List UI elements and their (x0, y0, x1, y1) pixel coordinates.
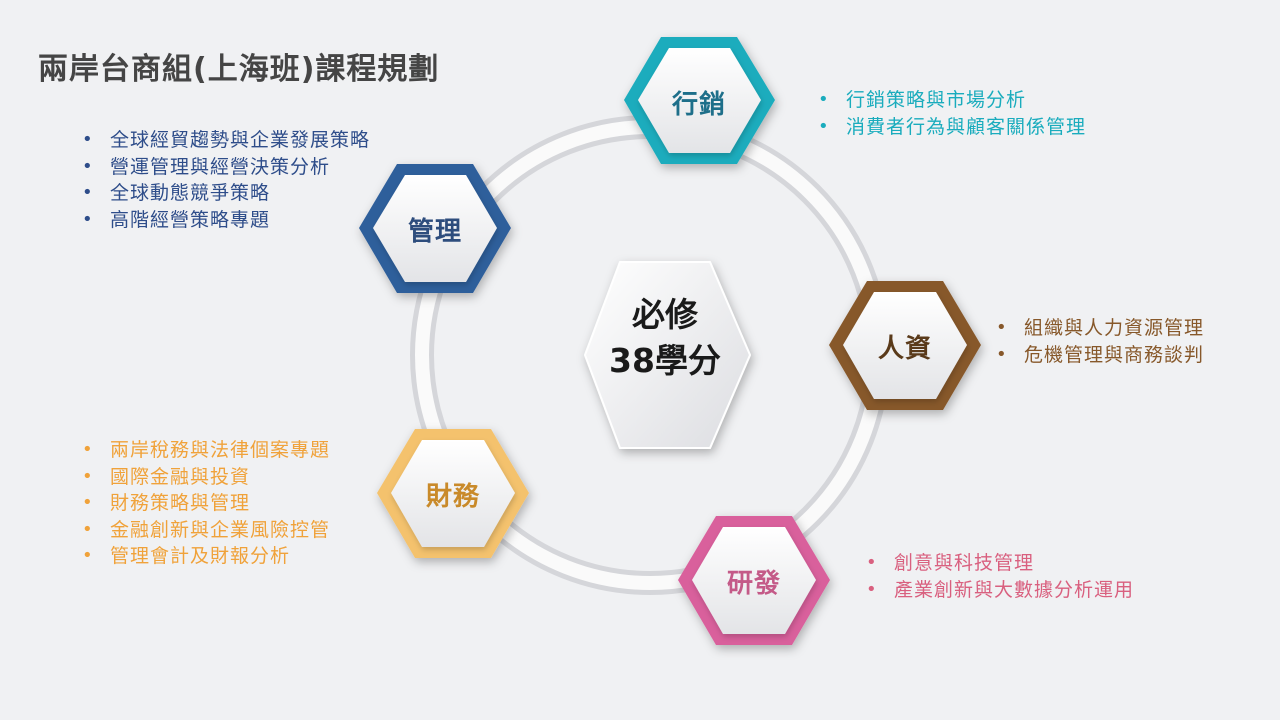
hex-label-marketing: 行銷 (671, 90, 726, 120)
center-line-2: 38學分 (609, 341, 721, 380)
center-line-1: 必修 (632, 295, 698, 334)
list-item: 營運管理與經營決策分析 (80, 154, 370, 181)
list-item: 財務策略與管理 (80, 490, 330, 517)
hex-label-hr: 人資 (877, 334, 932, 364)
hex-label-finance: 財務 (425, 482, 480, 512)
hexagon-finance (377, 429, 529, 558)
list-item: 消費者行為與顧客關係管理 (816, 114, 1086, 141)
hexagon-marketing (624, 37, 775, 164)
rd-course-list: 創意與科技管理 產業創新與大數據分析運用 (864, 550, 1134, 603)
hex-label-rd: 研發 (726, 569, 781, 599)
center-label: 必修 38學分 (575, 292, 755, 384)
page-title: 兩岸台商組(上海班)課程規劃 (38, 52, 440, 87)
finance-course-list: 兩岸稅務與法律個案專題 國際金融與投資 財務策略與管理 金融創新與企業風險控管 … (80, 437, 330, 570)
list-item: 兩岸稅務與法律個案專題 (80, 437, 330, 464)
list-item: 行銷策略與市場分析 (816, 87, 1086, 114)
list-item: 組織與人力資源管理 (994, 315, 1204, 342)
hexagon-rd (678, 516, 830, 645)
list-item: 國際金融與投資 (80, 464, 330, 491)
marketing-course-list: 行銷策略與市場分析 消費者行為與顧客關係管理 (816, 87, 1086, 140)
list-item: 全球經貿趨勢與企業發展策略 (80, 127, 370, 154)
hexagon-hr (829, 281, 981, 410)
hr-course-list: 組織與人力資源管理 危機管理與商務談判 (994, 315, 1204, 368)
list-item: 危機管理與商務談判 (994, 342, 1204, 369)
list-item: 全球動態競爭策略 (80, 180, 370, 207)
hex-label-management: 管理 (407, 217, 462, 247)
list-item: 產業創新與大數據分析運用 (864, 577, 1134, 604)
management-course-list: 全球經貿趨勢與企業發展策略 營運管理與經營決策分析 全球動態競爭策略 高階經營策… (80, 127, 370, 233)
list-item: 金融創新與企業風險控管 (80, 517, 330, 544)
list-item: 高階經營策略專題 (80, 207, 370, 234)
center-hexagon (584, 261, 751, 449)
list-item: 創意與科技管理 (864, 550, 1134, 577)
hexagon-management (359, 164, 511, 293)
list-item: 管理會計及財報分析 (80, 543, 330, 570)
